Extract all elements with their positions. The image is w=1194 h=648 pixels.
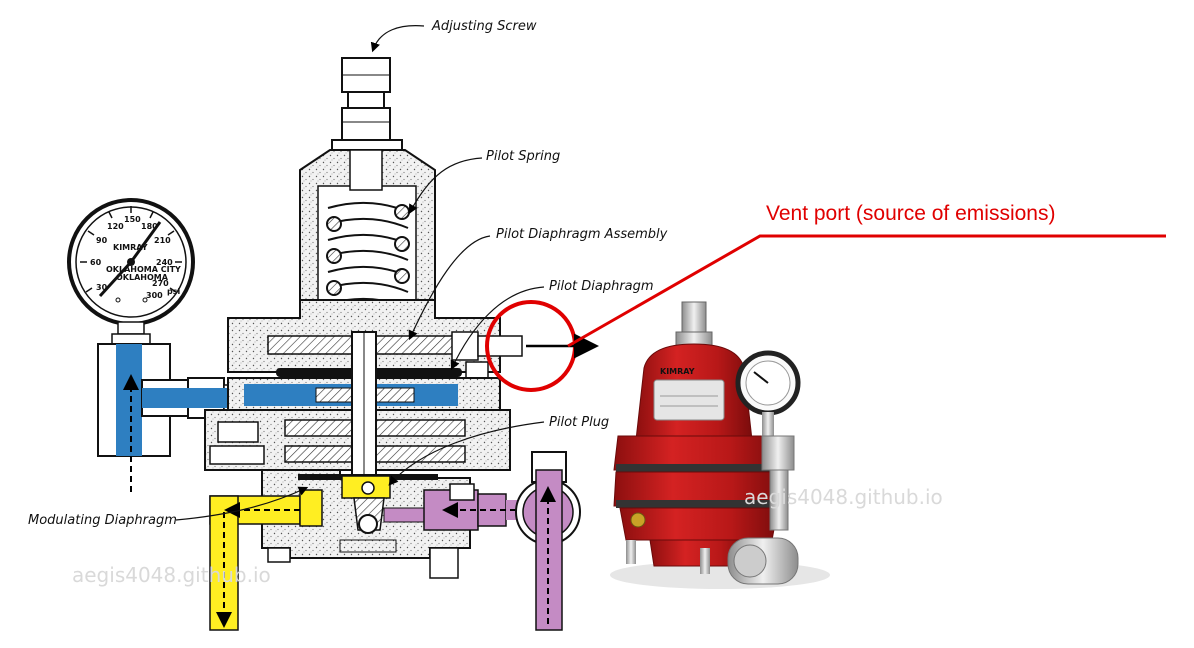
gauge-scale-270: 270: [152, 279, 169, 288]
gauge-scale-30: 30: [96, 283, 108, 292]
gauge-ticks: [80, 206, 182, 293]
watermark-left: aegis4048.github.io: [72, 563, 271, 587]
gauge-scale-180: 180: [141, 222, 158, 231]
gauge-scale-150: 150: [124, 215, 141, 224]
gauge-scale-210: 210: [154, 236, 171, 245]
gauge-scale-120: 120: [107, 222, 124, 231]
label-modulating-diaphragm: Modulating Diaphragm: [28, 513, 177, 528]
label-adjusting-screw: Adjusting Screw: [431, 19, 537, 34]
callout-leader-line: [567, 234, 1166, 348]
gauge-scale-240: 240: [156, 258, 173, 267]
part-labels: Adjusting Screw Pilot Spring Pilot Diaph…: [28, 19, 668, 528]
regulator-cross-section: [204, 57, 581, 631]
label-pilot-plug: Pilot Plug: [549, 415, 609, 430]
pilot-plug: [353, 481, 385, 534]
gauge-needle: [98, 260, 133, 298]
label-pilot-diaphragm: Pilot Diaphragm: [549, 279, 654, 294]
pilot-supply-tee: [515, 451, 581, 631]
brand-plate: [653, 379, 725, 421]
photo-brand-plate: KIMRAY: [660, 367, 695, 376]
gauge-scale-300: 300: [146, 291, 163, 300]
pilot-supply-passage: [383, 507, 425, 523]
gauge-scale-60: 60: [90, 258, 102, 267]
gauge-scale-90: 90: [96, 236, 108, 245]
pressure-gauge: 30 60 90 120 150 180 210 240 270 300 KIM…: [67, 198, 195, 345]
gauge-brand: KIMRAY: [113, 243, 148, 252]
adjusting-screw: [331, 57, 403, 151]
gauge-city-line1: OKLAHOMA CITY: [106, 265, 181, 274]
regulator-photo: KIMRAY: [610, 301, 830, 589]
vent-port-label: Vent port (source of emissions): [766, 202, 1055, 225]
label-pilot-diaphragm-assembly: Pilot Diaphragm Assembly: [496, 227, 668, 242]
gauge-city-line2: OKLAHOMA: [116, 273, 169, 282]
watermark-right: aegis4048.github.io: [744, 485, 943, 509]
vent-port-callout: Vent port (source of emissions): [485, 202, 1166, 392]
label-pilot-spring: Pilot Spring: [486, 149, 560, 164]
gauge-unit: psi: [167, 287, 180, 296]
